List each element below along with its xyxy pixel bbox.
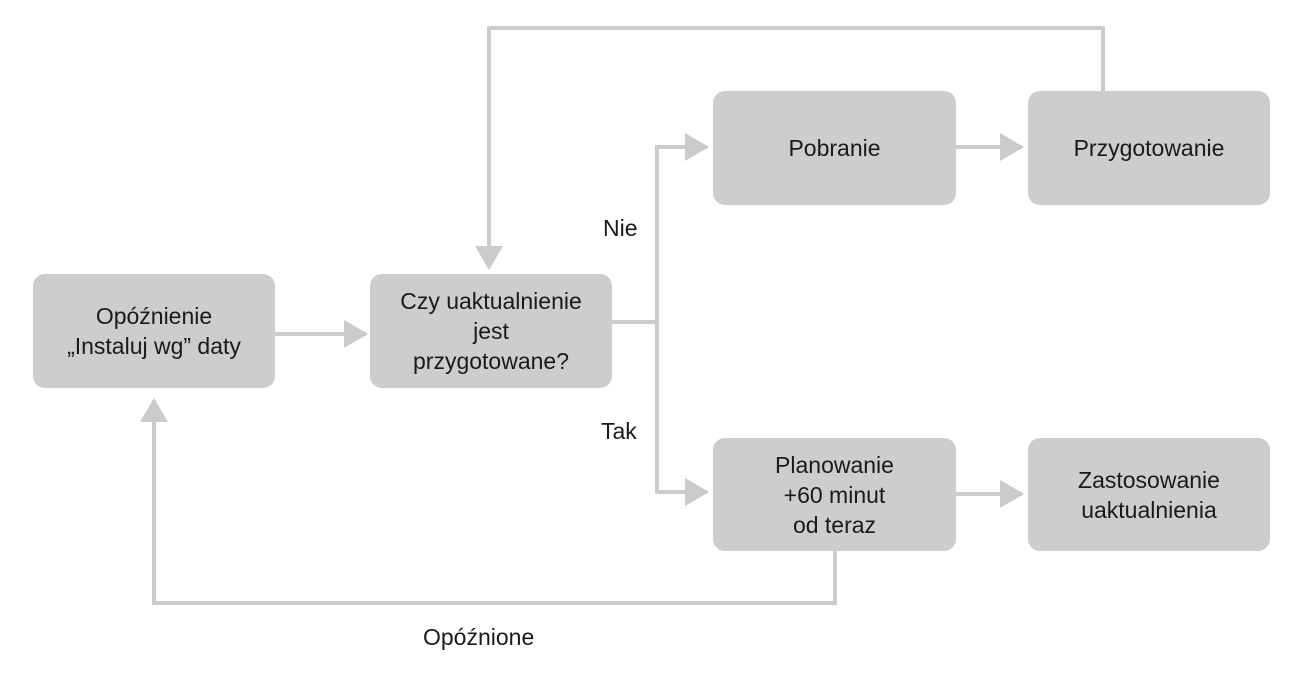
node-prepare: Przygotowanie	[1028, 91, 1270, 205]
edge-label-no: Nie	[603, 215, 638, 241]
node-apply-update: Zastosowanie uaktualnienia	[1028, 438, 1270, 551]
node-schedule: Planowanie +60 minut od teraz	[713, 438, 956, 551]
node-delay-install-by-date-label: Opóźnienie „Instaluj wg” daty	[67, 303, 241, 359]
node-prepare-label: Przygotowanie	[1073, 135, 1225, 161]
node-schedule-label: Planowanie +60 minut od teraz	[775, 451, 894, 538]
node-delay-install-by-date: Opóźnienie „Instaluj wg” daty	[33, 274, 275, 388]
edge-label-delayed: Opóźnione	[423, 624, 535, 650]
node-is-update-prepared: Czy uaktualnienie jest przygotowane?	[370, 274, 612, 388]
edge-label-yes: Tak	[601, 418, 637, 444]
node-download-label: Pobranie	[788, 135, 881, 161]
node-download: Pobranie	[713, 91, 956, 205]
arrow-schedule-delayed-to-delay	[140, 398, 837, 605]
node-apply-update-label: Zastosowanie uaktualnienia	[1078, 466, 1220, 523]
arrow-prepare-loop-to-decision	[475, 26, 1105, 270]
node-is-update-prepared-label: Czy uaktualnienie jest przygotowane?	[400, 288, 582, 374]
